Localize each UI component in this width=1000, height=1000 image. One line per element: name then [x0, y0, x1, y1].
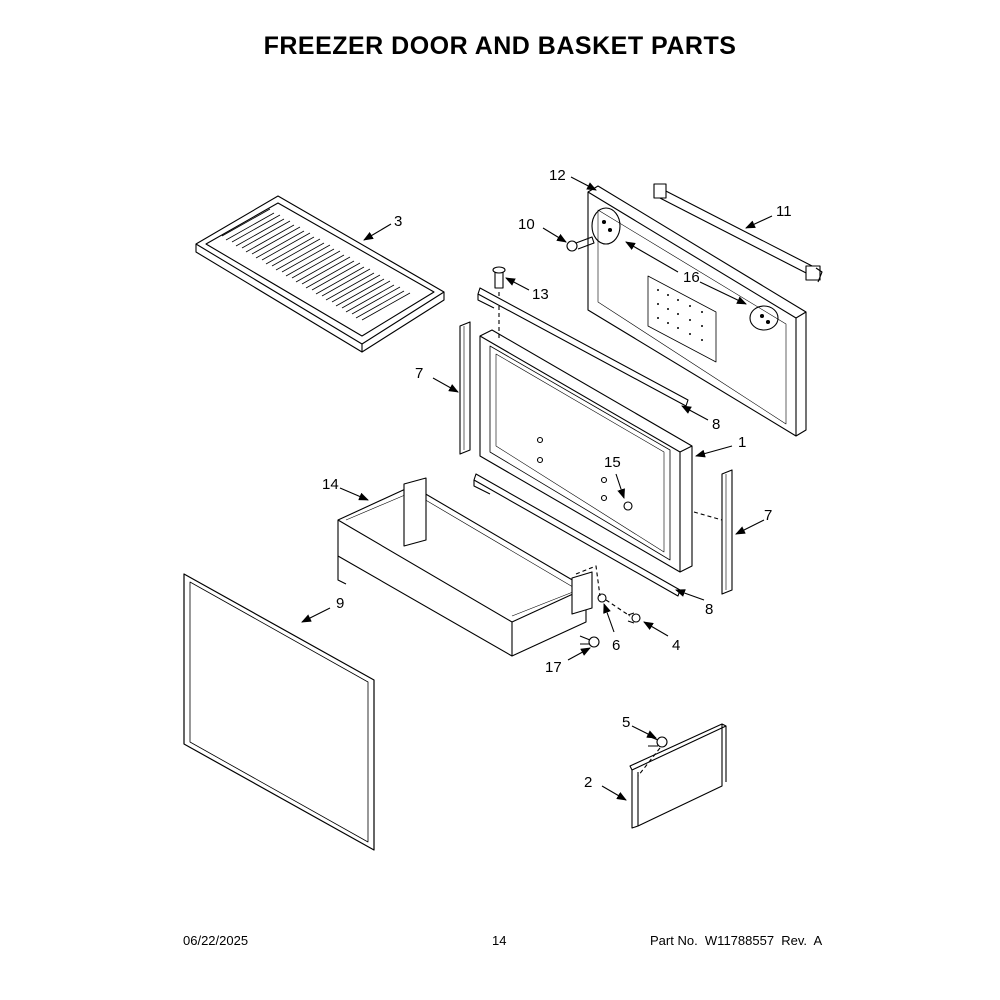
part-15-fastener: [623, 501, 633, 511]
callout-17: 17: [545, 659, 562, 676]
part-14-basket-frame: [337, 477, 593, 657]
part-10-screw: [566, 236, 595, 252]
callout-15: 15: [604, 454, 621, 471]
footer-page-number: 14: [492, 933, 507, 948]
callout-7-right: 7: [764, 507, 772, 524]
part-7-left-side-trim: [459, 321, 471, 455]
callout-8-top: 8: [712, 416, 720, 433]
callout-2: 2: [584, 774, 592, 791]
callout-labels: 3 12 10 11 16 13 7 8 1 15 14 7 8 4 6 17 …: [322, 167, 792, 791]
callout-1: 1: [738, 434, 746, 451]
callout-14: 14: [322, 476, 339, 493]
callout-11: 11: [776, 203, 792, 220]
hinge-plate-bottom: [749, 305, 779, 331]
callout-6: 6: [612, 637, 620, 654]
page-title: FREEZER DOOR AND BASKET PARTS: [263, 32, 737, 60]
part-2-bracket: [629, 723, 727, 829]
callout-7-left: 7: [415, 365, 423, 382]
alignment-line: [575, 565, 601, 597]
callout-12: 12: [549, 167, 566, 184]
part-17-screw: [579, 635, 600, 648]
callout-4: 4: [672, 637, 680, 654]
hinge-plate-top: [591, 207, 621, 245]
callout-3: 3: [394, 213, 402, 230]
footer-part-number: Part No. W11788557 Rev. A: [650, 933, 823, 948]
callout-9: 9: [336, 595, 344, 612]
footer-date: 06/22/2025: [183, 933, 249, 948]
callout-10: 10: [518, 216, 535, 233]
part-9-gasket: [183, 573, 375, 851]
part-3-shelf-grille: [195, 195, 445, 353]
callout-5: 5: [622, 714, 630, 731]
part-6-spacer: [597, 593, 607, 603]
part-4-screw: [627, 612, 641, 624]
alignment-line: [693, 511, 723, 521]
callout-8-bottom: 8: [705, 601, 713, 618]
part-12-outer-door-panel: [587, 185, 807, 437]
callout-16: 16: [683, 269, 700, 286]
alignment-line: [605, 599, 631, 617]
part-1-inner-door-liner: [479, 329, 693, 573]
leader-arrows: [301, 176, 773, 801]
part-11-handle-bar: [653, 183, 823, 283]
callout-13: 13: [532, 286, 549, 303]
part-7-right-side-trim: [721, 469, 733, 595]
